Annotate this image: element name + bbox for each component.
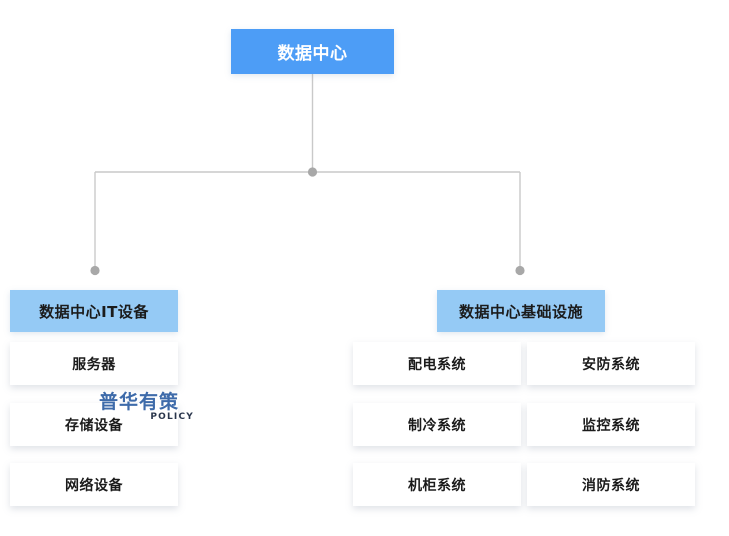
node-branch-it-equipment-label: 数据中心IT设备 (39, 302, 149, 321)
leaf-label: 安防系统 (582, 356, 640, 373)
leaf-label: 消防系统 (582, 477, 640, 494)
leaf-card[interactable]: 网络设备 (10, 463, 178, 506)
leaf-card[interactable]: 服务器 (10, 342, 178, 385)
leaf-label: 配电系统 (408, 356, 466, 373)
leaf-card[interactable]: 监控系统 (527, 403, 695, 446)
leaf-card[interactable]: 制冷系统 (353, 403, 521, 446)
leaf-label: 机柜系统 (408, 477, 466, 494)
leaf-label: 网络设备 (65, 477, 123, 494)
node-branch-infrastructure[interactable]: 数据中心基础设施 (437, 290, 605, 332)
leaf-label: 存储设备 (65, 417, 123, 434)
node-branch-infrastructure-label: 数据中心基础设施 (458, 302, 583, 321)
node-root-label: 数据中心 (277, 44, 348, 64)
leaf-card[interactable]: 安防系统 (527, 342, 695, 385)
leaf-label: 制冷系统 (408, 417, 466, 434)
leaf-label: 监控系统 (582, 417, 640, 434)
leaf-card[interactable]: 机柜系统 (353, 463, 521, 506)
leaf-card[interactable]: 配电系统 (353, 342, 521, 385)
leaf-label: 服务器 (72, 356, 116, 373)
leaf-card[interactable]: 存储设备 (10, 403, 178, 446)
leaf-card[interactable]: 消防系统 (527, 463, 695, 506)
node-branch-it-equipment[interactable]: 数据中心IT设备 (10, 290, 178, 332)
node-root-data-center[interactable]: 数据中心 (231, 29, 394, 74)
